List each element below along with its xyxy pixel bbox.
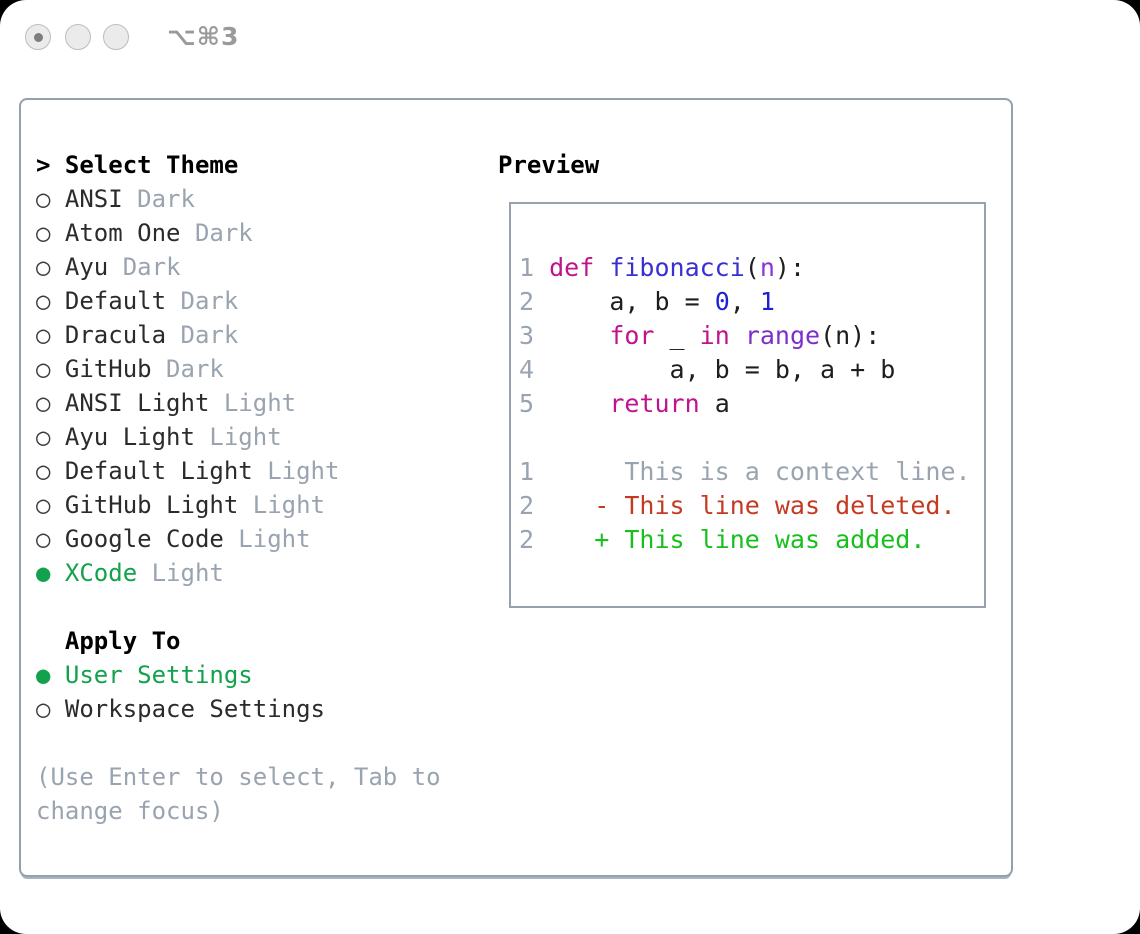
apply-option-user-settings[interactable]: ● User Settings xyxy=(36,658,441,692)
titlebar: ⌥⌘3 xyxy=(0,0,1140,74)
radio-icon: ○ xyxy=(36,389,65,417)
radio-icon: ○ xyxy=(36,423,65,451)
theme-name: Default xyxy=(64,287,167,315)
theme-variant: Dark xyxy=(108,253,181,281)
theme-list: > Select Theme○ ANSI Dark○ Atom One Dark… xyxy=(36,148,441,828)
theme-option-default[interactable]: ○ Default Dark xyxy=(36,284,441,318)
traffic-light-zoom[interactable] xyxy=(103,24,129,50)
apply-to-label: Apply To xyxy=(36,627,181,655)
apply-option-label: Workspace Settings xyxy=(64,695,325,723)
theme-variant: Dark xyxy=(166,321,239,349)
radio-icon: ○ xyxy=(36,287,65,315)
theme-variant: Dark xyxy=(122,185,195,213)
theme-name: XCode xyxy=(64,559,138,587)
radio-icon: ○ xyxy=(36,219,65,247)
theme-option-atom-one[interactable]: ○ Atom One Dark xyxy=(36,216,441,250)
theme-variant: Light xyxy=(252,457,340,485)
theme-option-xcode[interactable]: ● XCode Light xyxy=(36,556,441,590)
theme-option-dracula[interactable]: ○ Dracula Dark xyxy=(36,318,441,352)
radio-icon: ○ xyxy=(36,695,65,723)
code-line: 3 for _ in range(n): xyxy=(519,321,881,350)
theme-option-google-code[interactable]: ○ Google Code Light xyxy=(36,522,441,556)
preview-box: 1 def fibonacci(n): 2 a, b = 0, 1 3 for _ … xyxy=(509,202,986,608)
hint-line-2: change focus) xyxy=(36,794,441,828)
traffic-light-minimize[interactable] xyxy=(65,24,91,50)
spacer xyxy=(36,590,441,624)
radio-icon: ○ xyxy=(36,457,65,485)
radio-icon: ○ xyxy=(36,355,65,383)
theme-variant: Dark xyxy=(151,355,224,383)
theme-variant: Dark xyxy=(180,219,253,247)
theme-name: ANSI Light xyxy=(64,389,210,417)
theme-option-ansi-light[interactable]: ○ ANSI Light Light xyxy=(36,386,441,420)
theme-variant: Light xyxy=(209,389,297,417)
theme-option-ansi[interactable]: ○ ANSI Dark xyxy=(36,182,441,216)
theme-name: GitHub xyxy=(64,355,152,383)
code-line: 5 return a xyxy=(519,389,730,418)
theme-variant: Dark xyxy=(166,287,239,315)
selected-radio-icon: ● xyxy=(36,661,65,689)
prompt-marker: > xyxy=(36,151,65,179)
theme-name: Ayu Light xyxy=(64,423,195,451)
radio-icon: ○ xyxy=(36,491,65,519)
spacer xyxy=(36,726,441,760)
hint-text: change focus) xyxy=(36,797,224,825)
code-line: 2 - This line was deleted. xyxy=(519,491,956,520)
select-theme-header: > Select Theme xyxy=(36,148,441,182)
theme-option-ayu[interactable]: ○ Ayu Dark xyxy=(36,250,441,284)
radio-icon: ○ xyxy=(36,253,65,281)
radio-icon: ○ xyxy=(36,321,65,349)
theme-dialog: > Select Theme○ ANSI Dark○ Atom One Dark… xyxy=(19,98,1013,877)
theme-option-github[interactable]: ○ GitHub Dark xyxy=(36,352,441,386)
radio-icon: ○ xyxy=(36,525,65,553)
theme-variant: Light xyxy=(223,525,311,553)
theme-variant: Light xyxy=(238,491,325,519)
select-theme-label: Select Theme xyxy=(64,151,239,179)
theme-name: ANSI xyxy=(64,185,123,213)
apply-to-header: Apply To xyxy=(36,624,441,658)
theme-name: Dracula xyxy=(64,321,167,349)
theme-name: Google Code xyxy=(64,525,224,553)
hint-line-1: (Use Enter to select, Tab to xyxy=(36,760,441,794)
theme-name: Default Light xyxy=(64,457,253,485)
preview-title: Preview xyxy=(498,151,600,179)
window-shortcut-label: ⌥⌘3 xyxy=(167,22,240,51)
selected-radio-icon: ● xyxy=(36,559,65,587)
code-line: 1 def fibonacci(n): xyxy=(519,253,806,282)
theme-option-default-light[interactable]: ○ Default Light Light xyxy=(36,454,441,488)
theme-name: GitHub Light xyxy=(64,491,239,519)
theme-option-ayu-light[interactable]: ○ Ayu Light Light xyxy=(36,420,441,454)
theme-name: Atom One xyxy=(64,219,181,247)
apply-option-workspace-settings[interactable]: ○ Workspace Settings xyxy=(36,692,441,726)
theme-option-github-light[interactable]: ○ GitHub Light Light xyxy=(36,488,441,522)
traffic-light-active-dot xyxy=(33,32,43,42)
theme-variant: Light xyxy=(194,423,282,451)
theme-variant: Light xyxy=(137,559,224,587)
radio-icon: ○ xyxy=(36,185,65,213)
code-line xyxy=(519,421,984,455)
code-line: 2 + This line was added. xyxy=(519,525,926,554)
theme-name: Ayu xyxy=(64,253,109,281)
code-line: 1 This is a context line. xyxy=(519,457,971,486)
code-line: 2 a, b = 0, 1 xyxy=(519,287,775,316)
preview-code: 1 def fibonacci(n): 2 a, b = 0, 1 3 for _ … xyxy=(511,204,984,557)
traffic-light-close[interactable] xyxy=(25,24,51,50)
hint-text: (Use Enter to select, Tab to xyxy=(36,763,441,791)
apply-option-label: User Settings xyxy=(64,661,253,689)
code-line: 4 a, b = b, a + b xyxy=(519,355,896,384)
